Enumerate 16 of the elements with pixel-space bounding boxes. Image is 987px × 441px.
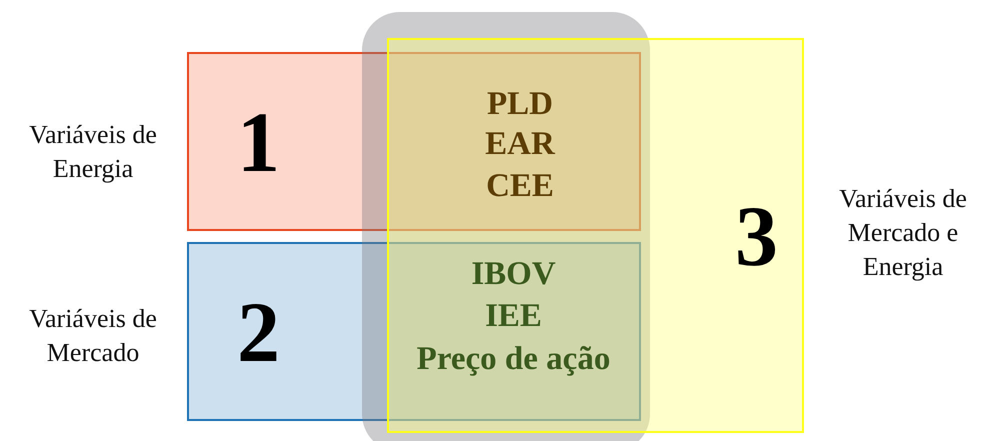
variable-name: IEE: [484, 300, 543, 333]
region-number: 3: [735, 192, 778, 278]
region-label: Variáveis de Energia: [28, 119, 158, 185]
variable-name: Preço de ação: [416, 343, 612, 376]
variable-name: PLD: [486, 88, 554, 121]
rounded-box: [362, 12, 650, 441]
variable-name: IBOV: [470, 258, 557, 291]
venn-rectangle: [187, 242, 641, 421]
venn-rectangle: [387, 38, 804, 433]
venn-rectangle: [187, 52, 641, 231]
variable-name: EAR: [484, 128, 556, 161]
region-number: 1: [237, 98, 280, 184]
region-number: 2: [237, 288, 280, 374]
region-label: Variáveis de Mercado: [28, 303, 158, 369]
region-label: Variáveis de Mercado e Energia: [838, 183, 968, 283]
variable-name: CEE: [485, 170, 555, 203]
